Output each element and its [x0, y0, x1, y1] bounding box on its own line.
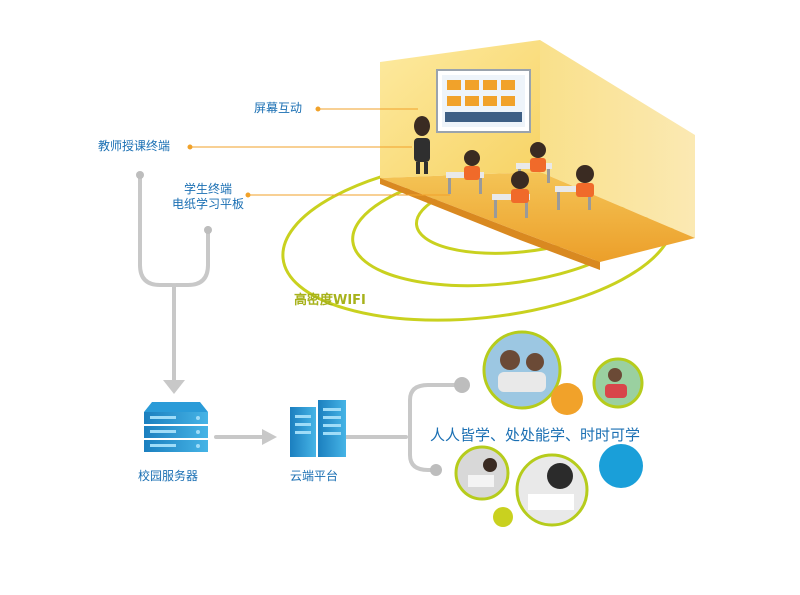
deco-circle-green	[493, 507, 513, 527]
label-screen-interaction: 屏幕互动	[254, 101, 303, 115]
slogan-text: 人人皆学、处处能学、时时可学	[430, 426, 641, 444]
label-cloud-platform: 云端平台	[290, 469, 339, 483]
connector-dot-teacher	[136, 171, 144, 179]
gray-connectors	[138, 176, 460, 472]
label-campus-server: 校园服务器	[138, 469, 199, 483]
connector-dot-student	[204, 226, 212, 234]
label-student-terminal-line1: 学生终端	[183, 182, 232, 196]
deco-circle-orange	[551, 383, 583, 415]
cloud-tower-icon	[290, 400, 346, 457]
label-student-terminal: 学生终端 电纸学习平板	[168, 182, 248, 212]
connector-dot-bottom	[430, 464, 442, 476]
classroom-illustration	[380, 40, 695, 270]
server-rack-icon	[144, 402, 208, 452]
connector-dot-top	[454, 377, 470, 393]
label-teacher-terminal: 教师授课终端	[98, 139, 171, 153]
deco-circle-blue	[599, 444, 643, 488]
arrow-heads	[163, 380, 277, 445]
photo-circles	[454, 330, 644, 527]
label-student-terminal-line2: 电纸学习平板	[171, 197, 244, 211]
label-wifi: 高密度WIFI	[294, 293, 366, 308]
leader-lines	[187, 106, 450, 198]
